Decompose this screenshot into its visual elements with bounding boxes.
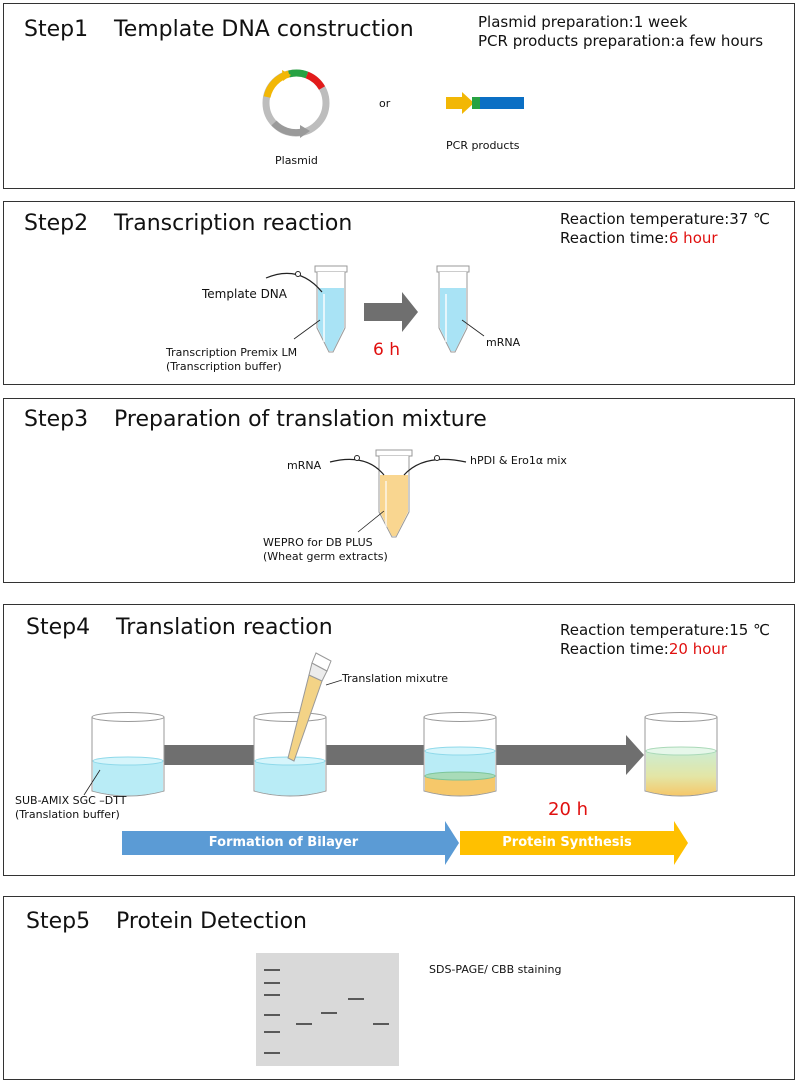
step5-title: Step5 Protein Detection [26,909,307,934]
sample-band [296,1023,312,1025]
step1-info: Plasmid preparation:1 week PCR products … [478,13,763,51]
step2-panel: Step2 Transcription reaction Reaction tem… [3,201,795,385]
plasmid-label: Plasmid [275,154,318,167]
step2-time: Reaction time:6 hour [560,229,770,248]
step4-time-value: 20 hour [668,640,728,658]
premix-name: Transcription Premix LM [166,346,298,359]
sample-band [373,1023,389,1025]
step3-title: Step3 Preparation of translation mixture [24,407,487,432]
step3-graphics [329,449,467,538]
synthesis-label: Protein Synthesis [502,835,632,850]
step1-title: Step1 Template DNA construction [24,17,414,42]
pcr-label: PCR products [446,139,520,152]
step4-duration: 20 h [548,799,589,820]
buffer-label: SUB-AMIX SGC –DTT (Translation buffer) [15,794,127,822]
sample-band [321,1012,337,1014]
step4-heading: Translation reaction [116,615,333,640]
premix-label: Transcription Premix LM (Transcription b… [166,346,297,374]
beaker-bilayer [423,712,497,797]
premix-buffer: (Transcription buffer) [166,360,282,373]
beaker-pipette [253,652,332,797]
synthesis-arrow [460,821,688,865]
step2-time-value: 6 hour [668,229,718,247]
marker-band [264,1014,280,1016]
step2-heading: Transcription reaction [114,211,353,236]
transcription-tube [314,265,348,353]
step4-title: Step4 Translation reaction [26,615,333,640]
pipette-icon [287,652,332,762]
mrna-tube [436,265,470,353]
step2-number: Step2 [24,211,89,236]
marker-band [264,982,280,984]
step5-panel: Step5 Protein Detection SDS-PAGE/ CBB sta… [3,896,795,1080]
step5-heading: Protein Detection [116,909,307,934]
sample-band [348,998,364,1000]
step2-temperature: Reaction temperature:37 ℃ [560,210,770,228]
step1-graphics [262,69,524,138]
step4-time: Reaction time:20 hour [560,640,770,659]
step2-info: Reaction temperature:37 ℃ Reaction time:… [560,210,770,248]
wepro-tube [375,449,413,538]
hpdi-label: hPDI & Ero1α mix [470,454,567,467]
step2-graphics [265,265,485,353]
buffer-desc: (Translation buffer) [15,808,120,821]
step5-number: Step5 [26,909,91,934]
bilayer-label: Formation of Bilayer [208,835,359,850]
step4-number: Step4 [26,615,91,640]
step1-panel: Step1 Template DNA construction Plasmid p… [3,3,795,189]
step3-number: Step3 [24,407,89,432]
marker-band [264,1031,280,1033]
bilayer-arrow [122,821,459,865]
wepro-desc: (Wheat germ extracts) [263,550,388,563]
step4-graphics [83,652,718,865]
marker-band [264,969,280,971]
step2-title: Step2 Transcription reaction [24,211,352,236]
step4-info: Reaction temperature:15 ℃ Reaction time:… [560,621,770,659]
marker-band [264,994,280,996]
mixture-label: Translation mixutre [342,672,449,685]
step3-mrna-label: mRNA [287,459,322,472]
step1-number: Step1 [24,17,89,42]
step2-mrna-label: mRNA [486,336,521,349]
gel-image [256,953,399,1066]
step3-heading: Preparation of translation mixture [114,407,487,432]
step4-panel: Step4 Translation reaction Reaction tempe… [3,604,795,876]
pcr-time: PCR products preparation:a few hours [478,32,764,50]
gel-label: SDS-PAGE/ CBB staining [429,963,562,976]
step4-temperature: Reaction temperature:15 ℃ [560,621,770,639]
step1-heading: Template DNA construction [114,17,414,42]
or-label: or [379,97,391,110]
step2-duration: 6 h [373,340,400,360]
beaker-buffer [91,712,165,797]
process-arrow [364,292,418,332]
wepro-name: WEPRO for DB PLUS [263,536,373,549]
step2-time-prefix: Reaction time: [560,229,669,247]
plasmid-time: Plasmid preparation:1 week [478,13,688,31]
reaction-progress-arrow [159,735,644,775]
template-dna-label: Template DNA [202,287,287,301]
step5-graphics [256,953,399,1066]
buffer-name: SUB-AMIX SGC –DTT [15,794,127,807]
beaker-synthesis [644,712,718,797]
plasmid-icon [262,69,330,138]
wepro-label: WEPRO for DB PLUS (Wheat germ extracts) [263,536,388,564]
step4-time-prefix: Reaction time: [560,640,669,658]
marker-band [264,1052,280,1054]
pcr-product-icon [446,92,524,114]
